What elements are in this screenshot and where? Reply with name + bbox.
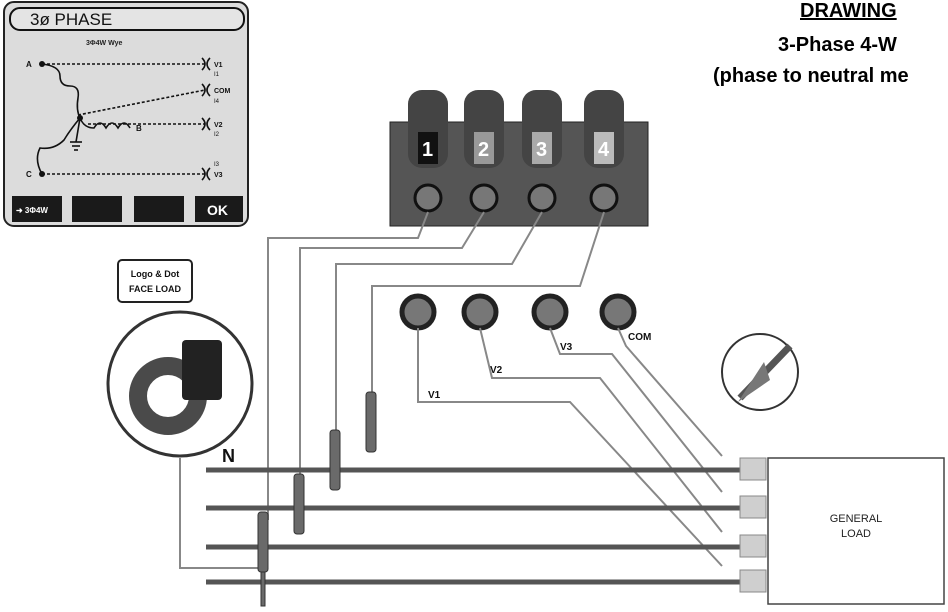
input-jack-3[interactable] xyxy=(527,183,557,213)
current-input-panel: 1 2 3 4 xyxy=(389,90,649,227)
node-c-label: C xyxy=(26,170,32,179)
node-b-label: B xyxy=(136,124,142,133)
load-label-line2: LOAD xyxy=(841,528,871,540)
v1-label: V1 xyxy=(214,62,223,69)
drawing-label: DRAWING xyxy=(800,0,897,22)
input-label-3: 3 xyxy=(536,139,547,161)
ok-button-label: OK xyxy=(207,202,228,218)
input-label-2: 2 xyxy=(478,139,489,161)
plug-label-bg-4 xyxy=(594,132,614,164)
voltage-jack-v3[interactable] xyxy=(531,293,569,331)
v1-wire-label: V1 xyxy=(428,390,441,401)
com-wire-label: COM xyxy=(628,332,651,343)
screen-subtitle: 3Φ4W Wye xyxy=(86,40,122,47)
node-a-label: A xyxy=(26,60,32,69)
phase-title: 3ø PHASE xyxy=(30,10,112,29)
meter-screen: 3ø PHASE 3Φ4W Wye A B C V1 I1 COM xyxy=(3,1,249,227)
i1-label: I1 xyxy=(214,72,220,78)
phase-title-box xyxy=(9,7,245,31)
config-label: 3-Phase 4-W xyxy=(778,34,897,56)
mode-button[interactable] xyxy=(12,196,62,222)
node-a-dot xyxy=(39,61,45,67)
node-c-dot xyxy=(39,171,45,177)
neutral-dot xyxy=(77,115,83,121)
probe-tip-icon xyxy=(721,333,799,411)
plug-label-bg-3 xyxy=(532,132,552,164)
i3-label: I3 xyxy=(214,162,220,168)
mode-button-label: ➜ 3Φ4W xyxy=(16,206,48,215)
input-jack-4[interactable] xyxy=(589,183,619,213)
com-label: COM xyxy=(214,88,231,95)
v2-label: V2 xyxy=(214,122,223,129)
i2-label: I2 xyxy=(214,132,220,138)
ok-button[interactable] xyxy=(195,196,243,222)
voltage-jack-v2[interactable] xyxy=(461,293,499,331)
voltage-probes xyxy=(257,391,377,607)
input-label-1: 1 xyxy=(422,139,433,161)
voltage-jack-v1[interactable] xyxy=(399,293,437,331)
voltage-jack-com[interactable] xyxy=(599,293,637,331)
current-clamp-icon xyxy=(106,310,254,458)
voltage-jacks: V1 V2 V3 COM xyxy=(399,293,651,401)
load-label-line1: GENERAL xyxy=(830,513,883,525)
blank-button-1[interactable] xyxy=(72,196,122,222)
general-load-box xyxy=(767,457,945,605)
neutral-label: N xyxy=(222,446,235,466)
clamp-note-line2: FACE LOAD xyxy=(129,284,182,294)
bus-bars xyxy=(206,467,746,585)
v2-wire-label: V2 xyxy=(490,365,503,376)
i4-label: I4 xyxy=(214,99,220,105)
plug-label-bg-1 xyxy=(418,132,438,164)
v3-label: V3 xyxy=(214,172,223,179)
config-note: (phase to neutral me xyxy=(713,65,909,87)
clamp-note-box xyxy=(117,259,193,303)
lead-wires xyxy=(179,211,723,569)
clamp-note-line1: Logo & Dot xyxy=(131,269,180,279)
input-jack-2[interactable] xyxy=(469,183,499,213)
plug-label-bg-2 xyxy=(474,132,494,164)
input-jack-1[interactable] xyxy=(413,183,443,213)
wye-schematic xyxy=(36,57,211,181)
v3-wire-label: V3 xyxy=(560,342,573,353)
input-label-4: 4 xyxy=(598,139,610,161)
load-clips xyxy=(739,457,767,593)
blank-button-2[interactable] xyxy=(134,196,184,222)
